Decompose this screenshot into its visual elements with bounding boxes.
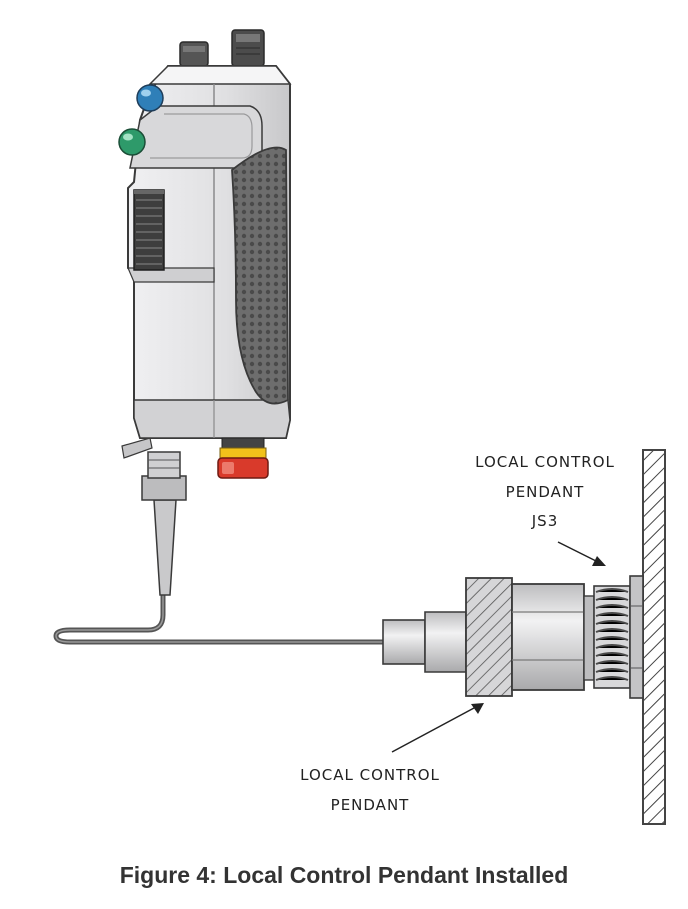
label-plug-line1: LOCAL CONTROL <box>300 766 440 784</box>
plug-assembly <box>382 577 595 697</box>
figure-caption: Figure 4: Local Control Pendant Installe… <box>119 862 569 888</box>
label-plug-line2: PENDANT <box>330 796 410 814</box>
strain-relief <box>121 437 187 596</box>
arrow-to-receptacle <box>557 541 606 566</box>
green-button <box>118 128 146 156</box>
label-wall-line1: LOCAL CONTROL <box>475 453 615 471</box>
blue-button <box>136 84 164 112</box>
threaded-receptacle <box>593 575 644 699</box>
estop-button <box>217 437 269 479</box>
thumbwheel <box>133 189 165 271</box>
pendant-grip <box>231 146 289 405</box>
wall <box>642 449 666 825</box>
pendant-cable <box>53 595 383 645</box>
top-connectors <box>179 29 265 67</box>
arrow-to-plug <box>391 703 484 753</box>
label-wall-line3: JS3 <box>531 512 559 530</box>
label-wall-line2: PENDANT <box>505 483 585 501</box>
